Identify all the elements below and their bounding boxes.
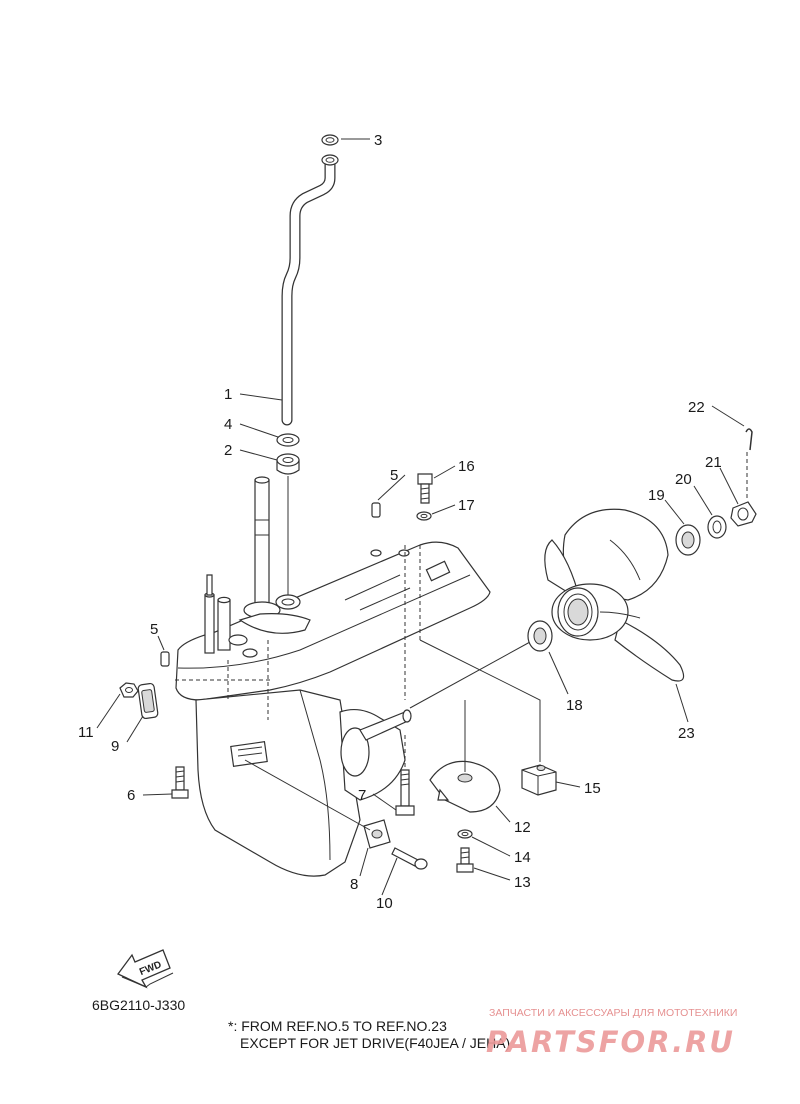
callout-5-lower: 5 — [150, 621, 158, 638]
callout-labels: 3 1 4 2 5 16 17 5 11 9 6 7 8 10 12 14 13… — [78, 132, 722, 912]
part-15-anode — [521, 764, 557, 796]
part-2-seal — [276, 453, 300, 475]
part-7-bolt — [395, 769, 415, 816]
callout-18: 18 — [566, 697, 583, 714]
note-line-2: EXCEPT FOR JET DRIVE(F40JEA / JEHA) — [240, 1035, 510, 1051]
part-19-spacer — [675, 524, 701, 556]
leader-lines — [96, 138, 745, 896]
callout-21: 21 — [705, 454, 722, 471]
callout-19: 19 — [648, 487, 665, 504]
callout-7: 7 — [358, 787, 366, 804]
callout-1: 1 — [224, 386, 232, 403]
callout-23: 23 — [678, 725, 695, 742]
part-3-washer — [321, 134, 339, 146]
callout-2: 2 — [224, 442, 232, 459]
part-20-washer — [707, 515, 727, 539]
callout-17: 17 — [458, 497, 475, 514]
part-8-guide-line — [244, 759, 371, 831]
watermark-tagline: ЗАПЧАСТИ И АКСЕССУАРЫ ДЛЯ МОТОТЕХНИКИ — [489, 1007, 737, 1019]
fwd-arrow-icon: FWD — [117, 949, 174, 989]
part-21-nut — [730, 501, 757, 527]
part-9-plate — [137, 682, 159, 720]
callout-10: 10 — [376, 895, 393, 912]
watermark-brand: PARTSFOR.RU — [486, 1025, 735, 1059]
callout-13: 13 — [514, 874, 531, 891]
part-23-propeller — [544, 508, 685, 682]
callout-11: 11 — [78, 724, 94, 741]
part-8-anode — [363, 819, 391, 849]
callout-12: 12 — [514, 819, 531, 836]
callout-15: 15 — [584, 780, 601, 797]
diagram-code: 6BG2110-J330 — [92, 997, 185, 1013]
callout-14: 14 — [514, 849, 531, 866]
part-5-dowel-pin-upper — [371, 502, 381, 518]
part-16-bolt — [417, 473, 433, 504]
lower-casing — [175, 476, 491, 877]
note-line-1: *: FROM REF.NO.5 TO REF.NO.23 — [228, 1018, 447, 1034]
callout-3: 3 — [374, 132, 382, 149]
shaft-guide-line — [409, 641, 531, 709]
callout-9: 9 — [111, 738, 119, 755]
part-11-nut — [119, 682, 139, 698]
callout-6: 6 — [127, 787, 135, 804]
callout-20: 20 — [675, 471, 692, 488]
part-4-grommet — [276, 433, 300, 447]
part-15-guide-line — [419, 639, 541, 762]
callout-22: 22 — [688, 399, 705, 416]
callout-8: 8 — [350, 876, 358, 893]
part-10-bolt — [391, 847, 428, 870]
callout-5-upper: 5 — [390, 467, 398, 484]
callout-4: 4 — [224, 416, 232, 433]
part-12-trim-tab — [429, 760, 501, 813]
part-22-cotter-pin — [745, 428, 753, 500]
watermark: ЗАПЧАСТИ И АКСЕССУАРЫ ДЛЯ МОТОТЕХНИКИ PA… — [486, 1007, 737, 1059]
part-18-spacer — [527, 620, 553, 652]
callout-16: 16 — [458, 458, 475, 475]
part-1-water-tube — [281, 154, 339, 426]
part-13-bolt — [456, 847, 474, 873]
part-17-washer — [416, 511, 432, 521]
part-14-washer — [457, 829, 473, 839]
part-6-bolt — [171, 766, 189, 799]
part-5-dowel-pin-lower — [160, 651, 170, 667]
